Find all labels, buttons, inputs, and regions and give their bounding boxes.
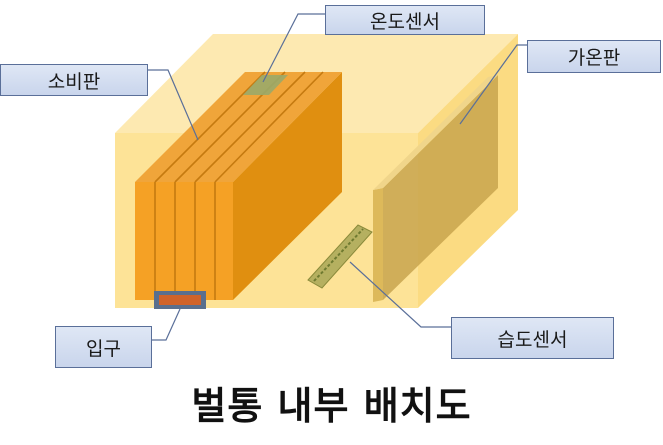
temperature-sensor-body bbox=[243, 75, 288, 95]
label-entrance: 입구 bbox=[55, 326, 152, 368]
label-comb-frame: 소비판 bbox=[0, 64, 148, 96]
heating-plate bbox=[373, 75, 498, 302]
leader-lines bbox=[148, 13, 527, 341]
entrance bbox=[154, 291, 206, 309]
leader-temperature-sensor bbox=[262, 13, 325, 83]
heating-plate-front-edge bbox=[373, 188, 383, 302]
comb-frames-right-face bbox=[233, 72, 342, 300]
page-title: 벌통 내부 배치도 bbox=[191, 384, 472, 428]
leader-heating-plate bbox=[459, 44, 527, 125]
heating-plate-face bbox=[383, 75, 498, 300]
comb-frames bbox=[135, 71, 342, 300]
leader-entrance bbox=[152, 308, 181, 341]
comb-frame-front-lines bbox=[154, 182, 216, 300]
leader-humidity-sensor bbox=[349, 261, 451, 328]
label-temperature-sensor: 온도센서 bbox=[325, 5, 485, 35]
heating-plate-top-edge bbox=[373, 75, 498, 190]
comb-frames-front-face bbox=[135, 182, 233, 300]
humidity-sensor-stripe bbox=[313, 228, 364, 282]
label-humidity-sensor: 습도센서 bbox=[451, 317, 614, 359]
humidity-sensor-body bbox=[307, 224, 373, 289]
label-heating-plate: 가온판 bbox=[527, 40, 661, 73]
temperature-sensor bbox=[243, 75, 288, 95]
leader-comb-frame bbox=[148, 69, 199, 141]
humidity-sensor bbox=[307, 224, 373, 289]
entrance-opening bbox=[159, 295, 201, 305]
comb-frames-top-face bbox=[135, 72, 342, 182]
